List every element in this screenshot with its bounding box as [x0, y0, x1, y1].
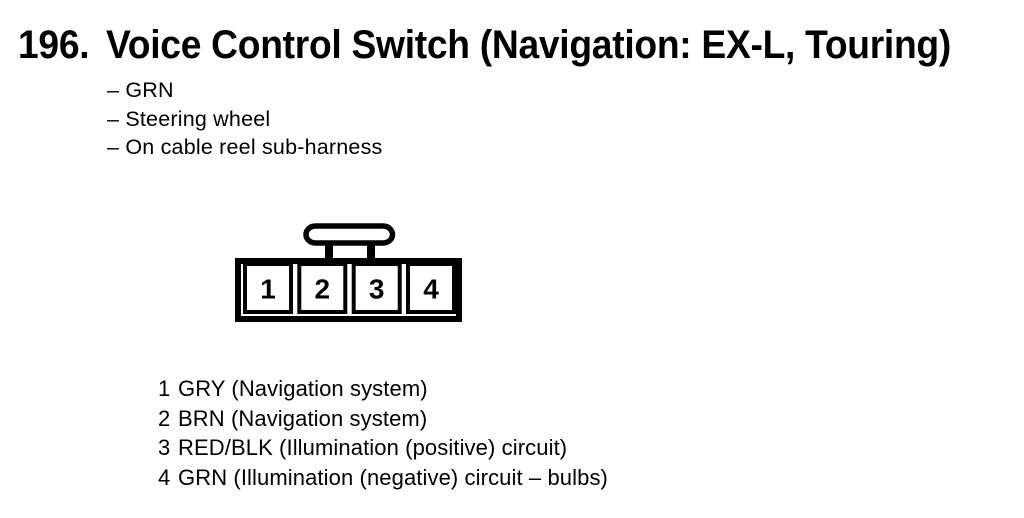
- pin-cell-1: [243, 262, 293, 314]
- pin-cell-4: [406, 262, 456, 314]
- page-title: 196. Voice Control Switch (Navigation: E…: [18, 25, 951, 65]
- pin-wire-description: BRN (Navigation system): [178, 405, 428, 431]
- pin-number-label: 2: [158, 405, 171, 431]
- pin-row: 1 GRY (Navigation system): [158, 374, 608, 404]
- pin-number-label: 4: [158, 465, 171, 491]
- note-color: – GRN: [107, 78, 174, 102]
- note-location: – Steering wheel: [107, 106, 271, 131]
- section-number: 196.: [18, 23, 90, 67]
- pin-number-3: 3: [369, 274, 385, 305]
- pin-wire-description: GRY (Navigation system): [178, 376, 428, 401]
- note-harness: – On cable reel sub-harness: [107, 135, 383, 160]
- latch-leg-left: [325, 241, 333, 262]
- pin-number-4: 4: [423, 274, 439, 305]
- connector-notes: – GRN – Steering wheel – On cable reel s…: [107, 76, 383, 162]
- connector-diagram: 1 2 3 4: [235, 223, 462, 322]
- pin-number-label: 1: [158, 376, 171, 401]
- pin-row: 4 GRN (Illumination (negative) circuit –…: [158, 463, 608, 493]
- pin-description-list: 1 GRY (Navigation system) 2 BRN (Navigat…: [158, 374, 608, 493]
- pin-wire-description: GRN (Illumination (negative) circuit – b…: [178, 465, 608, 491]
- latch-leg-right: [367, 241, 375, 262]
- pin-cell-3: [351, 262, 402, 314]
- connector-latch: [303, 223, 396, 246]
- pin-row: 3 RED/BLK (Illumination (positive) circu…: [158, 433, 608, 463]
- section-title: Voice Control Switch (Navigation: EX-L, …: [106, 23, 951, 67]
- pin-row: 2 BRN (Navigation system): [158, 404, 608, 434]
- pin-wire-description: RED/BLK (Illumination (positive) circuit…: [178, 435, 568, 461]
- pin-number-1: 1: [260, 274, 276, 305]
- pin-number-2: 2: [315, 274, 331, 305]
- pin-number-label: 3: [158, 435, 171, 461]
- pin-cell-2: [297, 262, 348, 314]
